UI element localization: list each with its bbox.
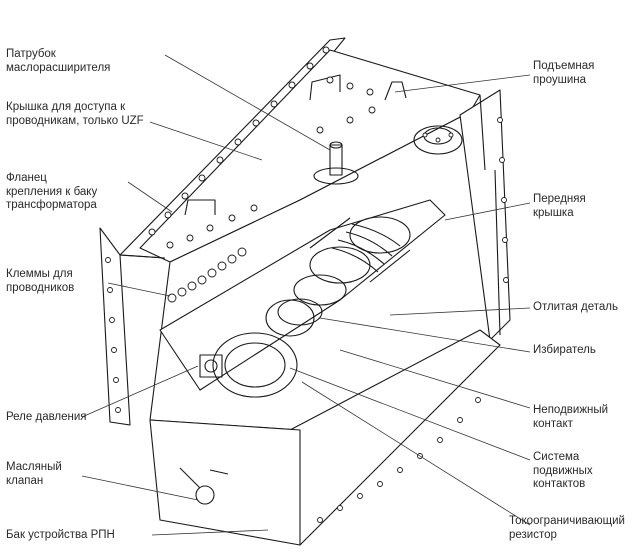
- label-pressure-relay: Реле давления: [6, 411, 87, 423]
- label-selector: Избиратель: [533, 344, 596, 356]
- moving-contact-ring: [212, 299, 315, 398]
- flange-bolt-holes: [105, 46, 509, 523]
- handle-left: [184, 199, 216, 216]
- label-moving-contacts: Система подвижных контактов: [533, 451, 593, 490]
- left-flange: [99, 227, 131, 426]
- label-current-limiting-resistor: Токоограничивающий резистор: [509, 515, 625, 541]
- pressure-relay-part: [199, 354, 223, 378]
- label-front-cover: Передняя крышка: [533, 193, 586, 219]
- label-conservator-pipe: Патрубок маслорасширителя: [6, 48, 111, 74]
- label-conductor-terminals: Клеммы для проводников: [6, 268, 75, 294]
- conservator-pipe-part: [313, 141, 359, 185]
- conductor-terminal-row: [167, 247, 247, 303]
- leader-lines: [81, 54, 531, 536]
- lifting-lug-part: [384, 81, 407, 101]
- label-tank-flange: Фланец крепления к баку трансформатора: [6, 172, 98, 211]
- oil-valve-part: [179, 467, 229, 505]
- right-side-panel: [459, 89, 511, 341]
- selector-drum: [277, 216, 411, 326]
- label-access-cover: Крышка для доступа к проводникам, только…: [6, 101, 144, 127]
- label-lifting-lug: Подъемная проушина: [533, 60, 595, 86]
- label-oil-valve: Масляный клапан: [6, 461, 62, 487]
- label-fixed-contact: Неподвижный контакт: [533, 404, 609, 430]
- label-oltc-tank: Бак устройства РПН: [6, 529, 115, 541]
- selector-plate: [159, 199, 446, 391]
- handle-top: [309, 74, 341, 101]
- label-casting: Отлитая деталь: [533, 301, 619, 313]
- oltc-tank-lower: [149, 419, 301, 546]
